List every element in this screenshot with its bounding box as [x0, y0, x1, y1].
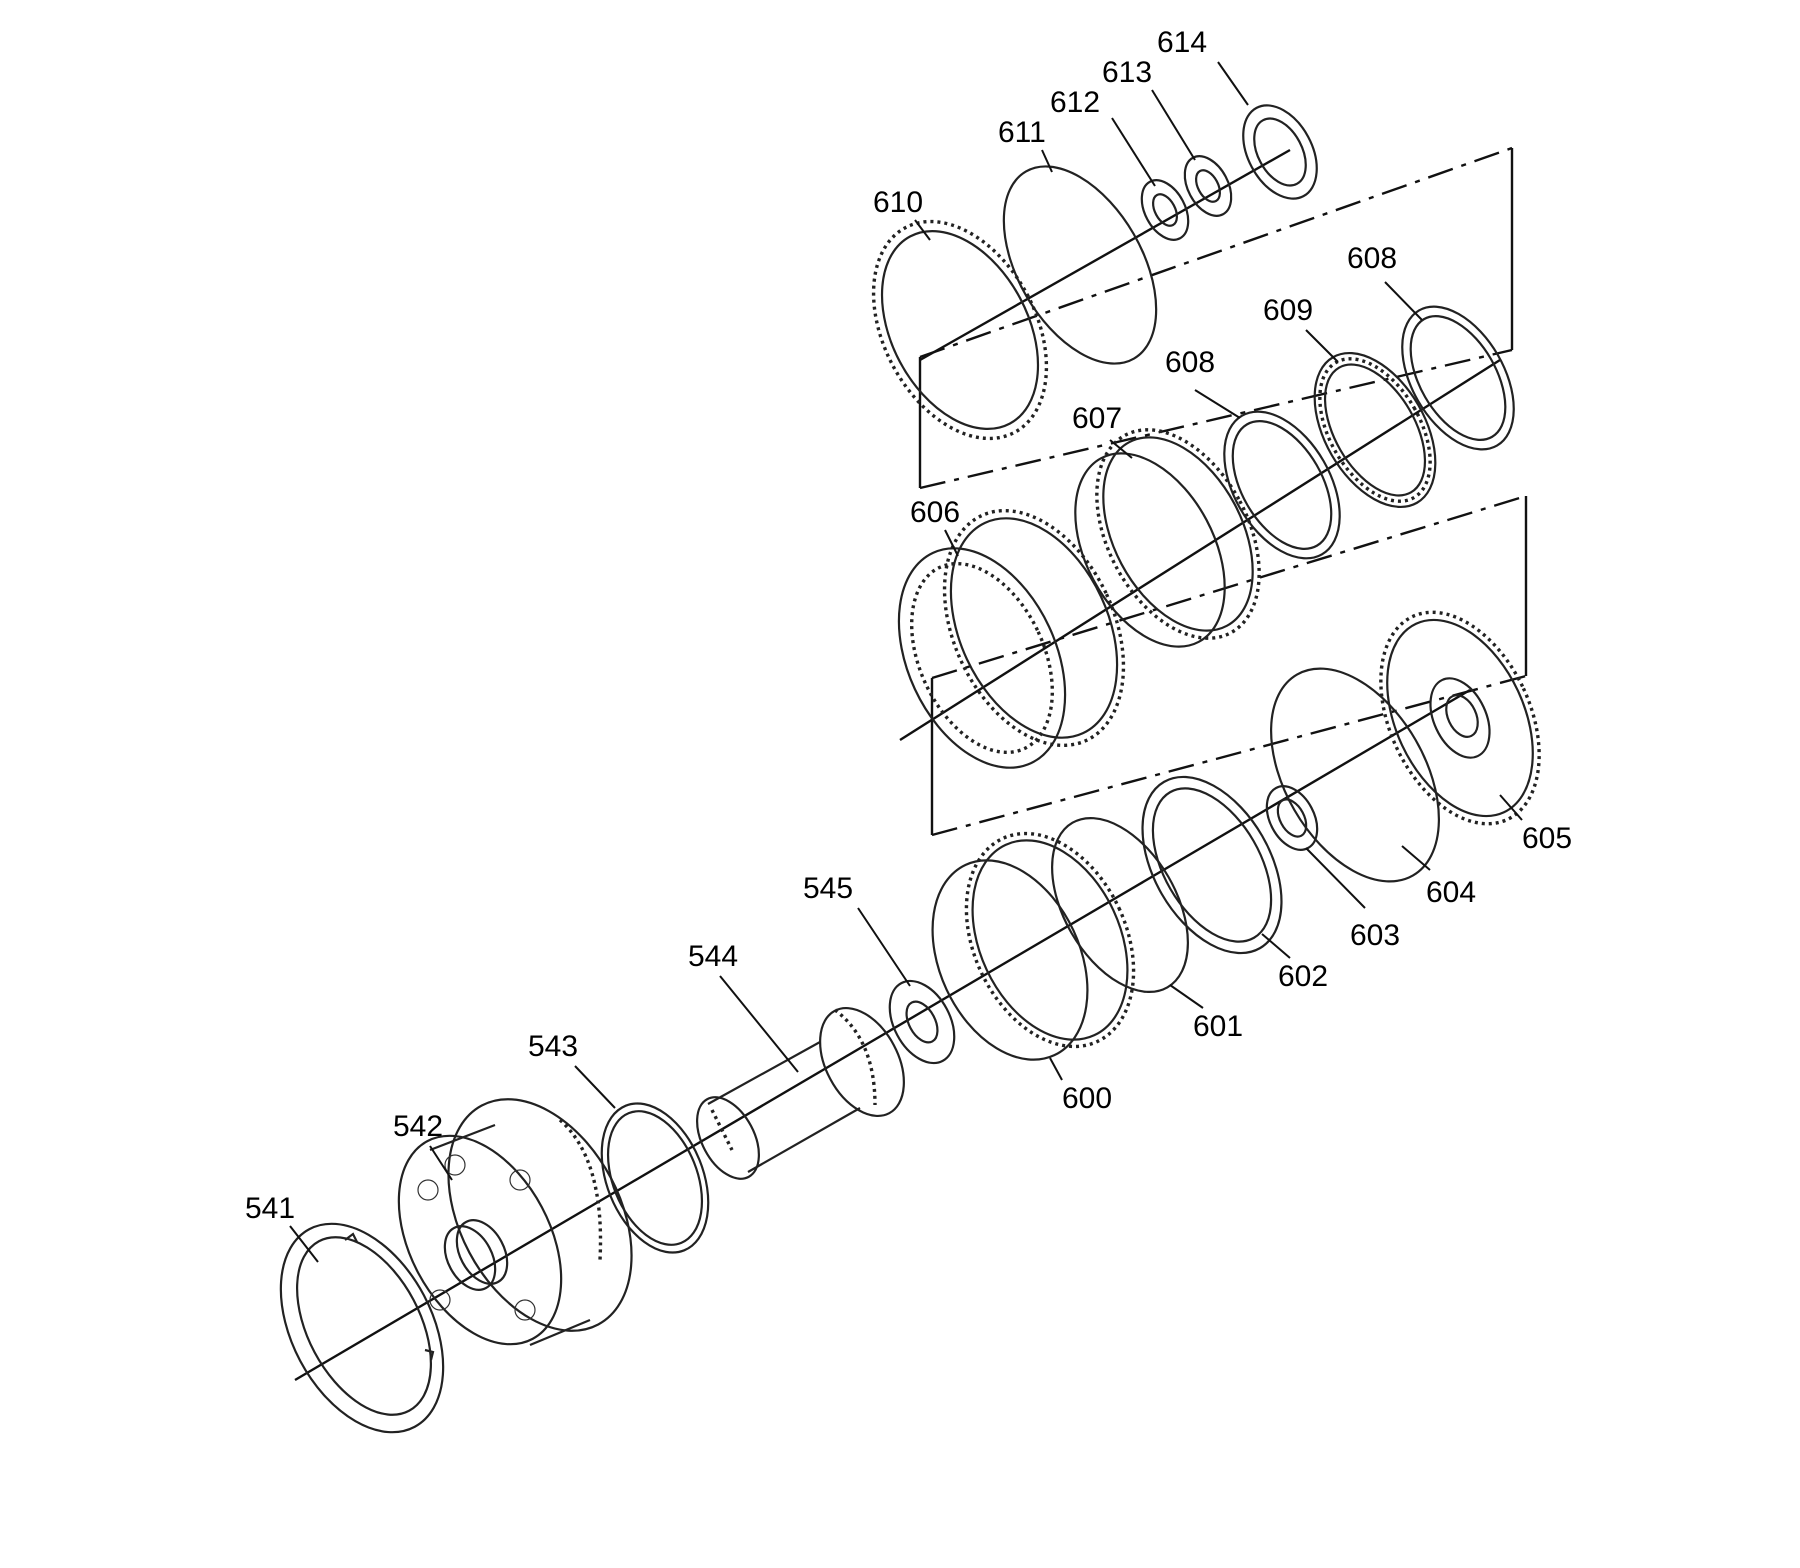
label-601: 601 [1193, 1010, 1243, 1043]
label-542: 542 [393, 1110, 443, 1143]
label-544: 544 [688, 940, 738, 973]
part-611-snap-ring [1002, 165, 1158, 365]
part-608-thrust-ring-upper [1401, 305, 1515, 451]
label-600: 600 [1062, 1082, 1112, 1115]
part-600-ring-gear [931, 831, 1136, 1061]
label-606: 606 [910, 496, 960, 529]
part-544-sun-gear-shaft [696, 1006, 905, 1180]
leader-lines [289, 61, 1523, 1263]
part-606-internal-gear [897, 508, 1126, 769]
part-608-thrust-ring-lower [1223, 410, 1341, 560]
part-607-gear-ring [1074, 428, 1261, 648]
part-609-roller-clutch [1313, 351, 1437, 509]
part-541-thrust-plate [279, 1222, 445, 1434]
part-602-bearing [1141, 775, 1283, 955]
part-610-clutch-plate [871, 219, 1049, 441]
group-frame-upper [918, 146, 1514, 490]
label-543: 543 [528, 1030, 578, 1063]
label-603: 603 [1350, 919, 1400, 952]
label-608-lower: 608 [1165, 346, 1215, 379]
label-604: 604 [1426, 876, 1476, 909]
part-604-snap-ring [1270, 667, 1440, 883]
label-545: 545 [803, 872, 853, 905]
label-613: 613 [1102, 56, 1152, 89]
part-601-snap-ring [1051, 816, 1189, 994]
label-602: 602 [1278, 960, 1328, 993]
part-543-snap-ring [600, 1102, 710, 1254]
label-541: 541 [245, 1192, 295, 1225]
label-607: 607 [1072, 402, 1122, 435]
label-610: 610 [873, 186, 923, 219]
part-545-thrust-washer [888, 979, 956, 1065]
label-608-upper: 608 [1347, 242, 1397, 275]
part-614-thrust-bearing [1242, 104, 1318, 200]
part-613-washer [1183, 155, 1233, 217]
label-611: 611 [998, 116, 1046, 149]
label-609: 609 [1263, 294, 1313, 327]
part-612-washer [1140, 179, 1190, 241]
label-612: 612 [1050, 86, 1100, 119]
part-labels: 541 542 543 544 545 600 601 602 603 604 … [245, 26, 1572, 1225]
part-605-gear-hub [1379, 610, 1541, 826]
center-axis-lines [294, 148, 1501, 1382]
group-frame-middle [930, 494, 1528, 837]
label-605: 605 [1522, 822, 1572, 855]
part-603-washer [1265, 785, 1319, 851]
label-614: 614 [1157, 26, 1207, 59]
